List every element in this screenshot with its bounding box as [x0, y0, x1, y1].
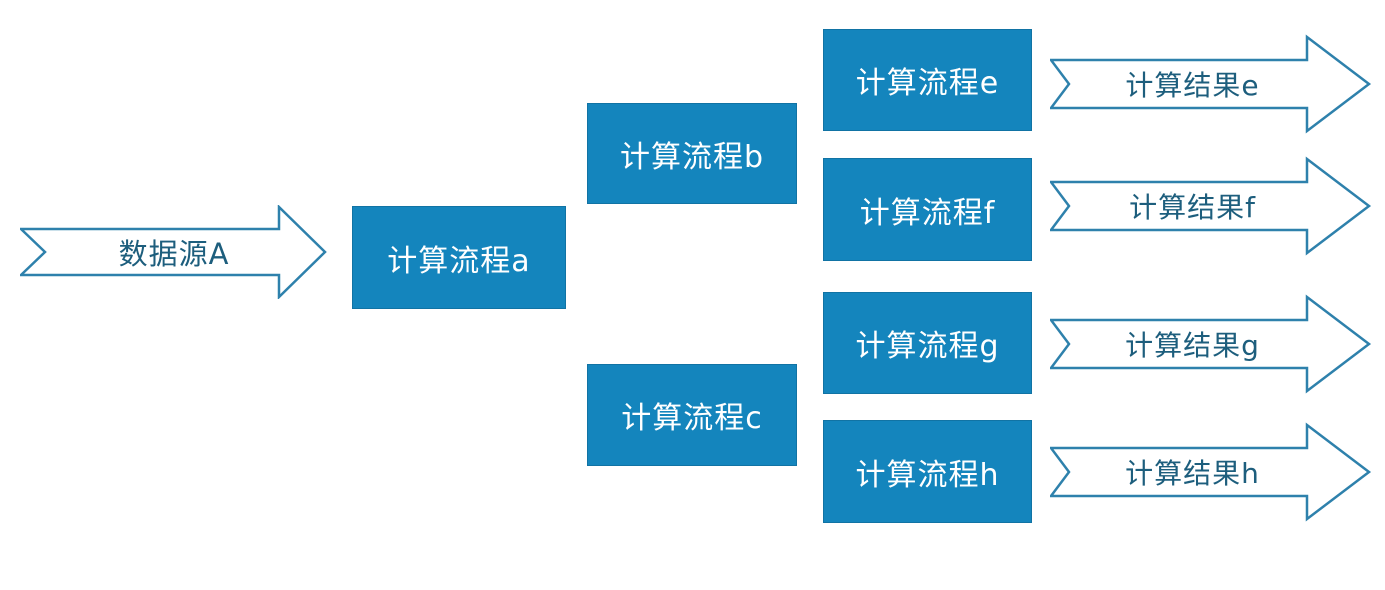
source-arrow: 数据源A: [20, 205, 328, 299]
process-node-e: 计算流程e: [823, 29, 1032, 131]
notched-right-arrow-icon: [1050, 156, 1372, 256]
result-arrow-g: 计算结果g: [1050, 294, 1372, 394]
notched-right-arrow-icon: [1050, 34, 1372, 134]
result-arrow-f: 计算结果f: [1050, 156, 1372, 256]
process-node-g: 计算流程g: [823, 292, 1032, 394]
notched-right-arrow-icon: [1050, 294, 1372, 394]
process-node-h: 计算流程h: [823, 420, 1032, 523]
process-node-b: 计算流程b: [587, 103, 797, 204]
result-arrow-label: 计算结果e: [1125, 69, 1260, 102]
notched-right-arrow-icon: [20, 205, 327, 299]
notched-right-arrow-icon: [1050, 422, 1372, 522]
result-arrow-e: 计算结果e: [1050, 34, 1372, 134]
process-node-c: 计算流程c: [587, 364, 797, 466]
result-arrow-h: 计算结果h: [1050, 422, 1372, 522]
result-arrow-label: 计算结果h: [1125, 457, 1260, 490]
result-arrow-label: 计算结果g: [1125, 329, 1260, 362]
result-arrow-label: 计算结果f: [1129, 191, 1256, 224]
source-arrow-label: 数据源A: [118, 237, 230, 271]
process-node-f: 计算流程f: [823, 158, 1032, 261]
process-node-a: 计算流程a: [352, 206, 566, 309]
